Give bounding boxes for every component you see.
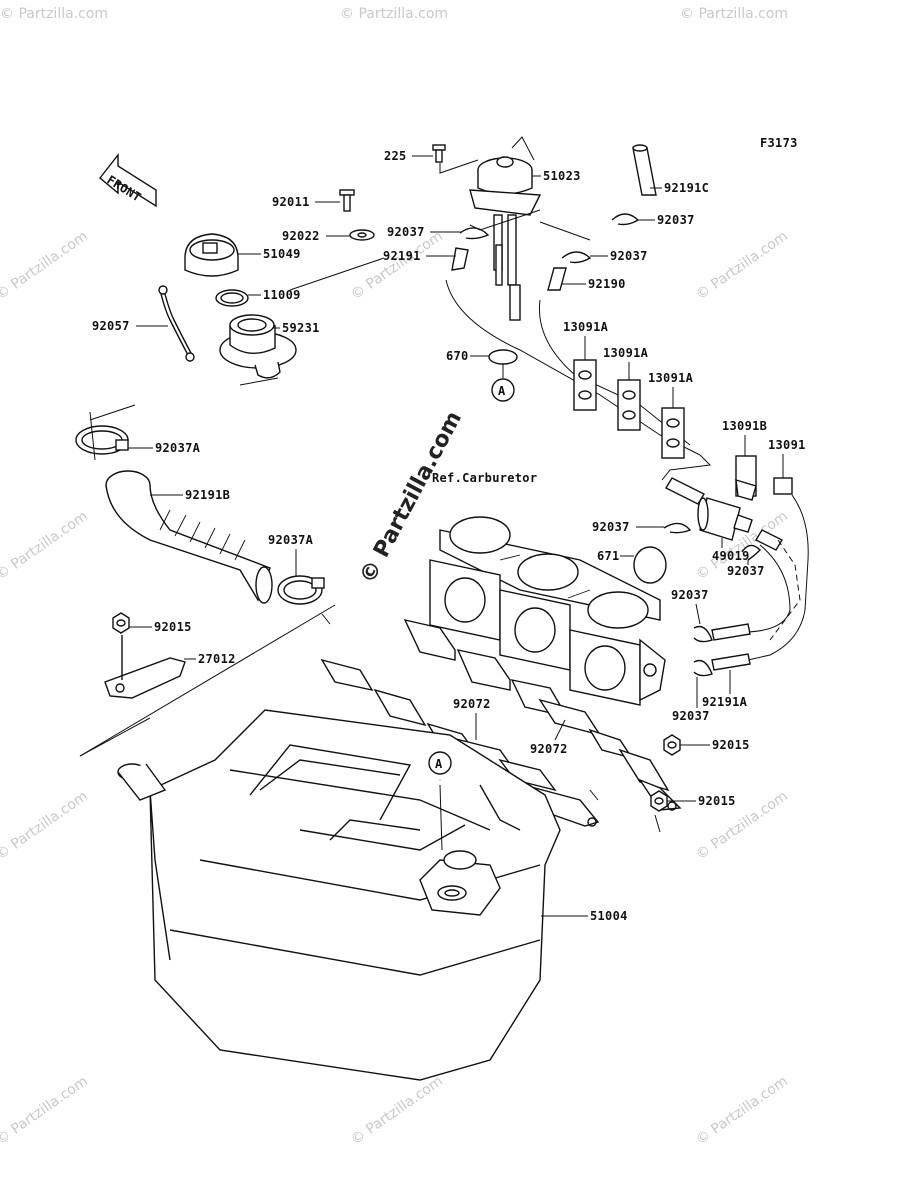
bolt-92011 xyxy=(339,189,355,212)
label-92015: 92015 xyxy=(698,794,736,808)
label-92191c: 92191C xyxy=(664,181,709,195)
tube-92191a xyxy=(711,623,751,641)
label-27012: 27012 xyxy=(198,652,236,666)
label-670: 670 xyxy=(446,349,469,363)
fuel-line xyxy=(445,279,701,456)
label-92072: 92072 xyxy=(453,697,491,711)
clamp-13091a xyxy=(617,379,641,431)
label-13091a: 13091A xyxy=(648,371,694,385)
bracket-27012 xyxy=(104,635,186,699)
clip-92037 xyxy=(693,659,713,677)
label-92037: 92037 xyxy=(387,225,425,239)
watermark: © Partzilla.com xyxy=(693,228,791,303)
tube-92191 xyxy=(451,247,469,271)
clamp-13091a xyxy=(573,359,597,411)
o-ring-671 xyxy=(633,546,667,584)
clip-92037 xyxy=(663,522,692,534)
label-92190: 92190 xyxy=(588,277,626,291)
fuel-tank-51004 xyxy=(117,709,561,1081)
watermark: © Partzilla.com xyxy=(0,228,91,303)
label-59231: 59231 xyxy=(282,321,320,335)
front-arrow-icon: FRONT xyxy=(99,152,157,208)
label-13091a: 13091A xyxy=(563,320,609,334)
gasket-92072 xyxy=(538,698,682,811)
watermark-main: © Partzilla.com xyxy=(355,407,467,587)
tube-92191a xyxy=(711,653,751,671)
label-13091b: 13091B xyxy=(722,419,767,433)
tube-92191c xyxy=(632,144,657,196)
tube xyxy=(755,529,783,551)
o-ring-670 xyxy=(488,349,518,365)
fuel-filter-49019 xyxy=(697,497,753,541)
watermark: © Partzilla.com xyxy=(680,6,788,22)
watermark: © Partzilla.com xyxy=(0,6,108,22)
nut-92015 xyxy=(663,734,681,756)
label-92072: 92072 xyxy=(530,742,568,756)
hose-clamp-92037a xyxy=(75,425,129,455)
filler-hose-92191b xyxy=(105,470,273,604)
clip-92037 xyxy=(561,251,592,264)
label-92191: 92191 xyxy=(383,249,421,263)
label-92037: 92037 xyxy=(592,520,630,534)
ref-carburetor-label: Ref.Carburetor xyxy=(432,471,537,485)
label-13091a: 13091A xyxy=(603,346,649,360)
label-92037: 92037 xyxy=(610,249,648,263)
fuel-cock-51023 xyxy=(469,156,542,321)
label-92037: 92037 xyxy=(672,709,710,723)
label-92037: 92037 xyxy=(671,588,709,602)
clip-92037 xyxy=(741,544,761,561)
callout-letter: A xyxy=(435,757,443,771)
filler-neck-59231 xyxy=(219,314,297,379)
nut-92015 xyxy=(112,612,130,634)
dashed-line xyxy=(769,539,801,641)
label-671: 671 xyxy=(597,549,620,563)
label-92011: 92011 xyxy=(272,195,310,209)
watermark: © Partzilla.com xyxy=(0,508,91,583)
clip-92037 xyxy=(611,213,640,226)
figure-code: F3173 xyxy=(760,136,798,150)
label-51049: 51049 xyxy=(263,247,301,261)
tube xyxy=(665,477,705,505)
label-92022: 92022 xyxy=(282,229,320,243)
watermark: © Partzilla.com xyxy=(693,1073,791,1148)
callout-a xyxy=(491,378,515,402)
label-92191a: 92191A xyxy=(702,695,748,709)
clip-92037 xyxy=(459,227,490,240)
label-92037: 92037 xyxy=(657,213,695,227)
label-13091: 13091 xyxy=(768,438,806,452)
clip-92037 xyxy=(693,625,713,643)
label-11009: 11009 xyxy=(263,288,301,302)
hose-clamp-92037a xyxy=(277,575,325,605)
label-92037a: 92037A xyxy=(268,533,314,547)
label-92057: 92057 xyxy=(92,319,130,333)
strap-92057 xyxy=(159,289,189,356)
label-92037a: 92037A xyxy=(155,441,201,455)
watermark: © Partzilla.com xyxy=(0,788,91,863)
watermark: © Partzilla.com xyxy=(348,1073,446,1148)
label-49019: 49019 xyxy=(712,549,750,563)
label-51023: 51023 xyxy=(543,169,581,183)
label-92015: 92015 xyxy=(712,738,750,752)
label-92015: 92015 xyxy=(154,620,192,634)
carburetor-assembly xyxy=(429,516,666,706)
fuel-cap-51049 xyxy=(184,233,239,277)
label-225: 225 xyxy=(384,149,407,163)
part-labels: 225 51023 92191C 92011 92037 92037 92022… xyxy=(92,149,806,923)
nut-92015 xyxy=(650,790,668,812)
clamp-13091a xyxy=(661,407,685,459)
callout-letter: A xyxy=(498,384,506,398)
label-92191b: 92191B xyxy=(185,488,230,502)
label-51004: 51004 xyxy=(590,909,628,923)
watermark: © Partzilla.com xyxy=(340,6,448,22)
tube-92190 xyxy=(547,267,567,291)
label-92037: 92037 xyxy=(727,564,765,578)
callout-a xyxy=(428,751,452,775)
screw-225 xyxy=(432,144,446,163)
clamp-13091b xyxy=(735,455,757,501)
watermark: © Partzilla.com xyxy=(0,1073,91,1148)
clamp-13091 xyxy=(773,477,793,495)
